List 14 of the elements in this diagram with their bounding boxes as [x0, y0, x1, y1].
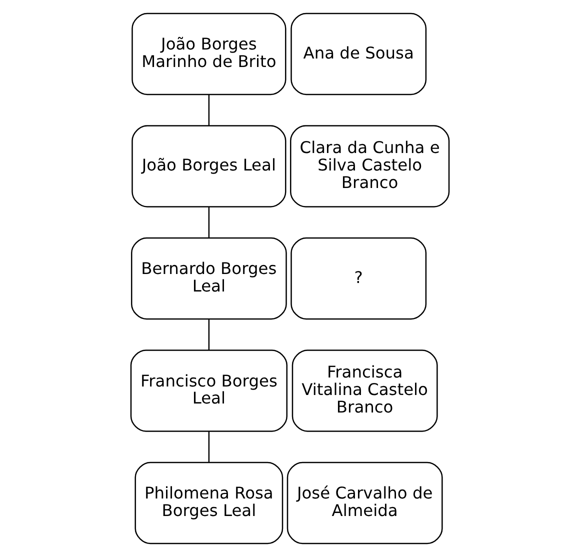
connector [208, 94, 210, 126]
node-box: Clara da Cunha e Silva Castelo Branco [290, 125, 450, 208]
node-box: Francisca Vitalina Castelo Branco [292, 350, 438, 432]
node-box: João Borges Leal [132, 125, 286, 208]
node-box: Philomena Rosa Borges Leal [134, 462, 284, 544]
node-box: Ana de Sousa [290, 12, 427, 96]
connector [208, 432, 210, 462]
connector [208, 319, 210, 350]
connector [208, 207, 210, 238]
node-box: Francisco Borges Leal [130, 350, 288, 432]
node-box: ? [290, 237, 427, 320]
node-box: José Carvalho de Almeida [286, 462, 443, 544]
node-box: João Borges Marinho de Brito [132, 12, 286, 96]
node-box: Bernardo Borges Leal [130, 237, 287, 320]
